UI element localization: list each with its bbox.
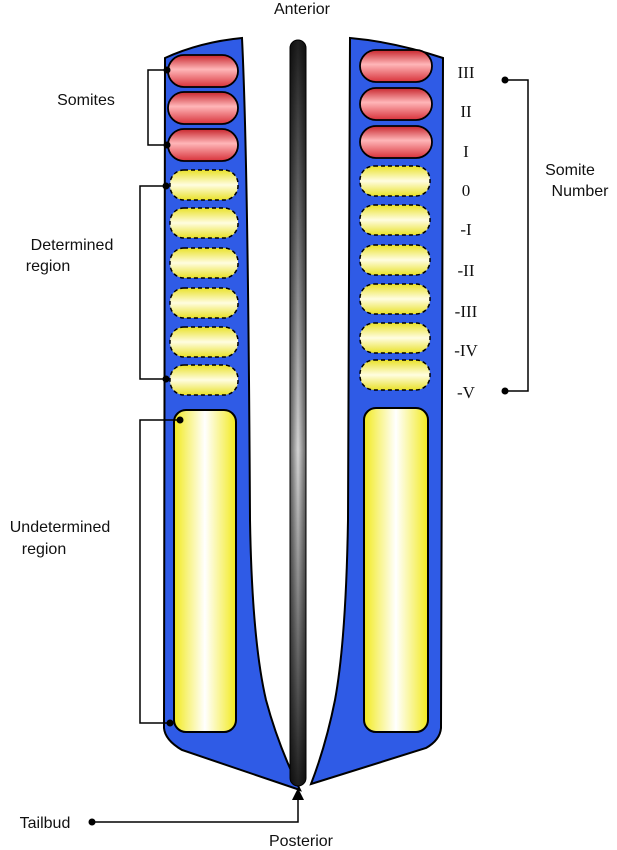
undetermined-bracket-dot-bottom bbox=[166, 719, 174, 727]
tailbud-pointer-dot bbox=[88, 818, 96, 826]
somite-number: -II bbox=[458, 261, 475, 280]
undetermined-bracket bbox=[139, 419, 180, 724]
somite-number: II bbox=[460, 102, 472, 121]
posterior-label: Posterior bbox=[269, 833, 334, 850]
anterior-label: Anterior bbox=[274, 1, 331, 18]
right-somite-III bbox=[359, 49, 433, 83]
tailbud-label: Tailbud bbox=[20, 815, 71, 832]
somite-number: -V bbox=[457, 383, 476, 402]
right-determined--I bbox=[359, 204, 431, 236]
right-somite-II bbox=[359, 87, 433, 121]
somite-number-label-line2: Number bbox=[552, 183, 610, 200]
somites-bracket bbox=[147, 69, 167, 146]
somite-number: -IV bbox=[454, 341, 478, 360]
determined-label-line1: Determined bbox=[31, 237, 114, 254]
determined-bracket bbox=[139, 185, 166, 380]
somite-number: III bbox=[458, 63, 475, 82]
left-determined--I bbox=[169, 207, 239, 239]
tailbud-arrowhead bbox=[292, 788, 304, 800]
left-determined--II bbox=[169, 247, 239, 279]
somite-number-bracket-dot-top bbox=[501, 76, 509, 84]
left-undetermined-block bbox=[173, 409, 237, 733]
somites-bracket-dot-bottom bbox=[163, 141, 171, 149]
right-undetermined-block bbox=[363, 407, 429, 733]
right-determined--IV bbox=[359, 322, 431, 354]
somite-number: I bbox=[463, 142, 469, 161]
undetermined-label-line1: Undetermined bbox=[10, 519, 111, 536]
left-somite-III bbox=[167, 54, 239, 88]
left-determined--IV bbox=[169, 326, 239, 358]
determined-bracket-dot-top bbox=[162, 182, 170, 190]
right-somite-I bbox=[359, 125, 433, 159]
left-determined--V bbox=[169, 364, 239, 396]
determined-label-line2: region bbox=[26, 258, 70, 275]
determined-bracket-dot-bottom bbox=[162, 375, 170, 383]
somite-number-bracket-dot-bottom bbox=[501, 387, 509, 395]
somite-number-label-line1: Somite bbox=[545, 162, 595, 179]
somites-bracket-dot-top bbox=[163, 66, 171, 74]
right-determined--II bbox=[359, 244, 431, 276]
right-determined--V bbox=[359, 359, 431, 391]
somite-numbers: III II I 0 -I -II -III -IV -V bbox=[454, 63, 478, 402]
left-determined--III bbox=[169, 287, 239, 319]
right-determined-0 bbox=[359, 165, 431, 197]
left-somite-I bbox=[167, 128, 239, 162]
somite-number: -III bbox=[455, 302, 478, 321]
notochord bbox=[289, 39, 307, 787]
left-determined-0 bbox=[169, 169, 239, 201]
undetermined-bracket-dot-top bbox=[176, 416, 184, 424]
tailbud-pointer bbox=[92, 796, 299, 823]
somite-number: 0 bbox=[462, 181, 471, 200]
right-determined--III bbox=[359, 283, 431, 315]
undetermined-label-line2: region bbox=[22, 541, 66, 558]
somites-label: Somites bbox=[57, 92, 115, 109]
left-somite-II bbox=[167, 91, 239, 125]
somite-number-bracket bbox=[505, 79, 529, 392]
somite-number: -I bbox=[460, 220, 472, 239]
